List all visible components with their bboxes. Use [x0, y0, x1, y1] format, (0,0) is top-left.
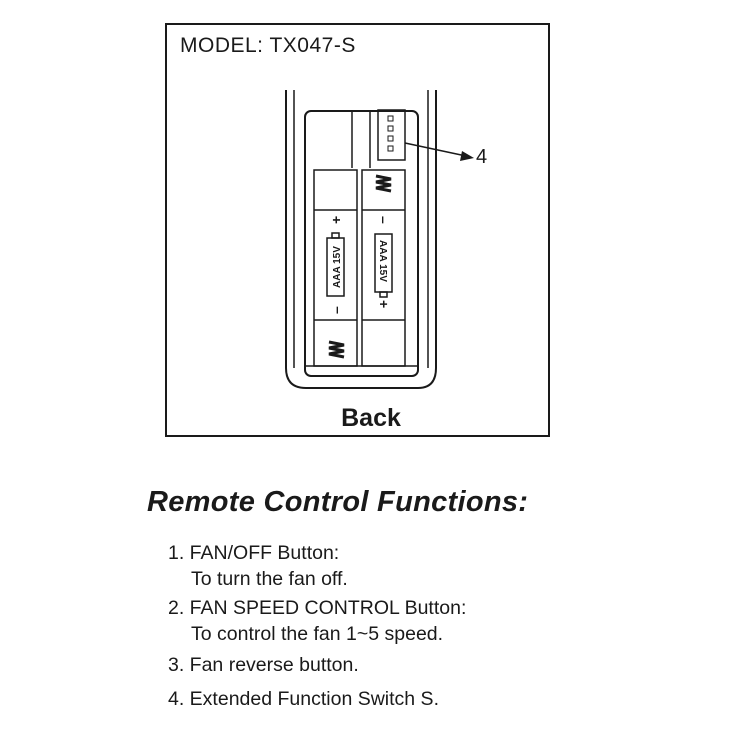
battery-label-right: AAA 15V — [377, 240, 388, 282]
spring-icons — [328, 174, 392, 359]
function-title: 4. Extended Function Switch S. — [168, 688, 439, 710]
model-label: MODEL: TX047-S — [180, 34, 356, 57]
function-desc: To turn the fan off. — [191, 568, 348, 590]
function-title: 1. FAN/OFF Button: — [168, 542, 340, 564]
function-item-3: 3. Fan reverse button. — [168, 652, 359, 678]
spring-icon-top-right — [375, 174, 392, 193]
callout-leader-line — [404, 142, 467, 157]
callout-arrowhead — [460, 151, 474, 161]
view-label-text: Back — [341, 404, 401, 432]
function-title: 2. FAN SPEED CONTROL Button: — [168, 597, 467, 619]
function-item-1: 1. FAN/OFF Button: To turn the fan off. — [168, 540, 348, 592]
view-label: Back — [0, 404, 746, 433]
function-item-4: 4. Extended Function Switch S. — [168, 686, 439, 712]
battery-compartment — [304, 110, 419, 377]
battery-label-left: AAA 15V — [332, 246, 343, 288]
diagram-frame — [165, 23, 550, 437]
function-item-2: 2. FAN SPEED CONTROL Button: To control … — [168, 595, 466, 647]
polarity-minus-left: – — [328, 306, 344, 314]
dip-switch-pins — [387, 115, 394, 152]
callout-label: 4 — [476, 146, 487, 168]
polarity-plus-right: + — [376, 300, 392, 308]
functions-heading: Remote Control Functions: — [147, 486, 529, 518]
function-desc: To control the fan 1~5 speed. — [191, 623, 444, 645]
polarity-minus-right: – — [376, 216, 392, 224]
battery-slot-left — [313, 169, 358, 367]
spring-icon-bottom-left — [328, 340, 345, 359]
remote-body-outline — [285, 90, 437, 389]
polarity-plus-left: + — [328, 216, 344, 224]
function-title: 3. Fan reverse button. — [168, 654, 359, 676]
dip-switch — [377, 109, 406, 161]
battery-slot-right — [361, 169, 406, 367]
